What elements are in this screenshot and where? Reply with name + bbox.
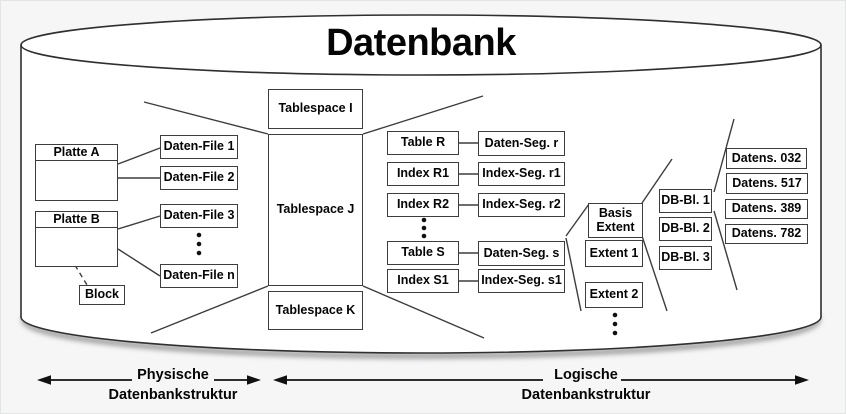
fan-files-tablespace-top bbox=[143, 101, 269, 135]
box-tablespace-j: Tablespace J bbox=[268, 134, 363, 286]
fan-segment-extents-top bbox=[565, 203, 590, 237]
disk-platte-a: Platte A bbox=[35, 144, 118, 201]
legend-logical-line2: Datenbankstruktur bbox=[521, 387, 651, 403]
box-tablespace-k: Tablespace K bbox=[268, 291, 363, 330]
fan-extent-dbblocks-top bbox=[641, 158, 673, 204]
box-extent-1: Extent 1 bbox=[585, 240, 643, 267]
box-record-782: Datens. 782 bbox=[725, 224, 808, 244]
connector-lines bbox=[60, 95, 738, 339]
box-index-r2: Index R2 bbox=[387, 193, 459, 217]
legend-physical-line1: Physische bbox=[137, 367, 209, 383]
fan-dbblock-records-bottom bbox=[713, 210, 738, 291]
legend-arrowheads bbox=[37, 375, 809, 385]
disk-platte-a-label: Platte A bbox=[36, 145, 117, 161]
fan-tablespace-segments-top bbox=[362, 95, 484, 135]
basis-extent-line1: Basis bbox=[598, 205, 633, 220]
legend-logical-structure: Logische Datenbankstruktur bbox=[521, 365, 651, 405]
ellipsis-dots bbox=[196, 217, 618, 336]
box-block: Block bbox=[79, 285, 125, 305]
line-platte-a-file1 bbox=[117, 147, 161, 165]
box-daten-file-2: Daten-File 2 bbox=[160, 166, 238, 190]
box-daten-file-3: Daten-File 3 bbox=[160, 204, 238, 228]
box-index-s1: Index S1 bbox=[387, 269, 459, 293]
box-record-389: Datens. 389 bbox=[725, 199, 808, 219]
box-db-block-1: DB-Bl. 1 bbox=[659, 189, 712, 213]
box-basis-extent: Basis Extent bbox=[588, 203, 643, 238]
box-daten-file-1: Daten-File 1 bbox=[160, 135, 238, 159]
box-daten-file-n: Daten-File n bbox=[160, 264, 238, 288]
box-index-seg-r2: Index-Seg. r2 bbox=[478, 193, 565, 217]
legend-physical-line2: Datenbankstruktur bbox=[108, 387, 238, 403]
fan-extent-dbblocks-bottom bbox=[641, 235, 668, 312]
diagram-title: Datenbank bbox=[326, 22, 516, 64]
basis-extent-line2: Extent bbox=[596, 219, 635, 234]
box-extent-2: Extent 2 bbox=[585, 282, 643, 308]
box-table-s: Table S bbox=[387, 241, 459, 265]
disk-platte-b: Platte B bbox=[35, 211, 118, 267]
box-db-block-2: DB-Bl. 2 bbox=[659, 217, 712, 241]
line-platte-b-filen bbox=[117, 248, 161, 277]
logical-arrowhead-left bbox=[273, 375, 287, 385]
physical-arrowhead-left bbox=[37, 375, 51, 385]
line-platte-b-file3 bbox=[117, 215, 161, 230]
physical-arrowhead-right bbox=[247, 375, 261, 385]
box-tablespace-i: Tablespace I bbox=[268, 89, 363, 129]
box-daten-seg-s: Daten-Seg. s bbox=[478, 241, 565, 266]
box-record-517: Datens. 517 bbox=[726, 173, 808, 194]
fan-dbblock-records-top bbox=[713, 118, 735, 193]
box-index-seg-s1: Index-Seg. s1 bbox=[478, 269, 565, 293]
box-table-r: Table R bbox=[387, 131, 459, 155]
disk-platte-b-label: Platte B bbox=[36, 212, 117, 228]
logical-arrowhead-right bbox=[795, 375, 809, 385]
legend-physical-structure: Physische Datenbankstruktur bbox=[108, 365, 238, 405]
box-index-r1: Index R1 bbox=[387, 162, 459, 186]
fan-files-tablespace-bottom bbox=[150, 285, 269, 334]
box-daten-seg-r: Daten-Seg. r bbox=[478, 131, 565, 156]
box-db-block-3: DB-Bl. 3 bbox=[659, 246, 712, 270]
fan-segment-extents-bottom bbox=[565, 237, 582, 312]
fan-tablespace-segments-bottom bbox=[362, 285, 485, 339]
legend-logical-line1: Logische bbox=[554, 367, 618, 383]
box-record-032: Datens. 032 bbox=[726, 148, 807, 169]
box-index-seg-r1: Index-Seg. r1 bbox=[478, 162, 565, 186]
